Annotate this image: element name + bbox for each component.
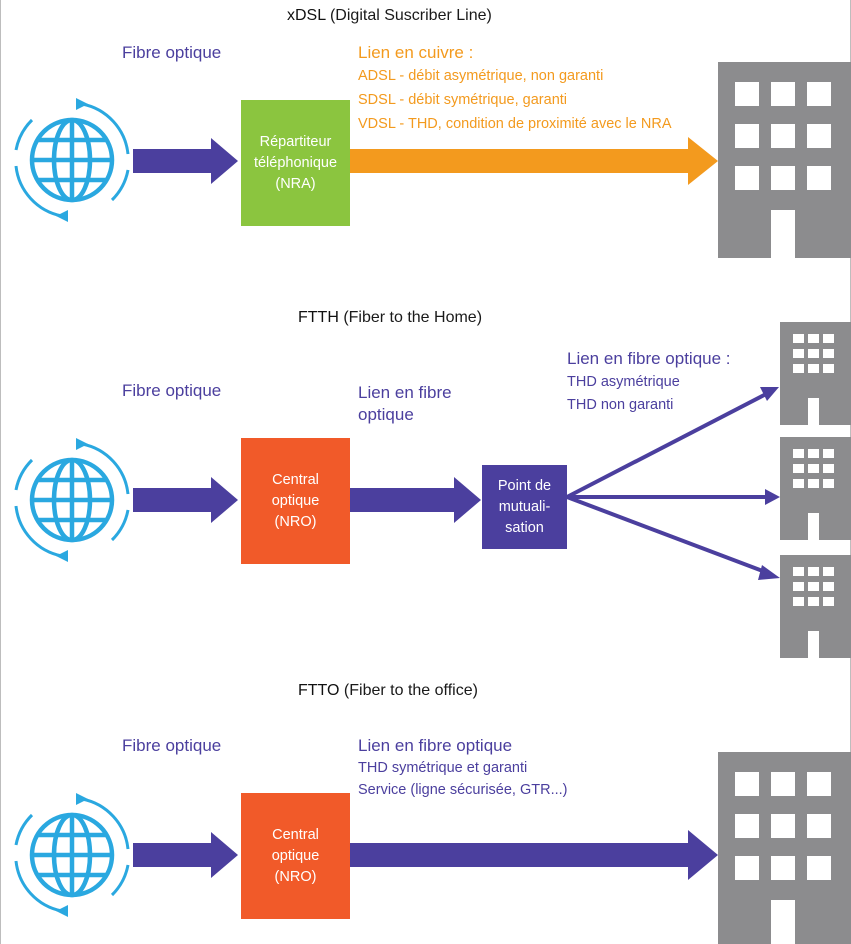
central-box-line: Central	[272, 826, 319, 843]
xdsl-link-line-sdsl: SDSL - débit symétrique, garanti	[358, 92, 568, 108]
ftto-fibre-label: Fibre optique	[122, 736, 222, 755]
arrow-icon	[133, 477, 238, 523]
ftth-right-title: Lien en fibre optique :	[567, 349, 731, 368]
nra-box-line: téléphonique	[253, 154, 338, 171]
xdsl-fibre-label: Fibre optique	[122, 43, 222, 62]
ftto-link-title: Lien en fibre optique	[358, 736, 513, 755]
ftth-title: FTTH (Fiber to the Home)	[298, 309, 483, 326]
building-icon	[780, 322, 851, 425]
arrow-icon	[566, 495, 780, 580]
nra-box-line: (NRA)	[275, 175, 316, 192]
ftto-central-box: Central optique (NRO)	[241, 793, 350, 919]
ftth-fibre-label: Fibre optique	[122, 381, 222, 400]
central-box-line: (NRO)	[274, 513, 317, 530]
xdsl-title: xDSL (Digital Suscriber Line)	[287, 7, 492, 24]
point-box-line: sation	[505, 519, 544, 536]
xdsl-link-line-vdsl: VDSL - THD, condition de proximité avec …	[358, 116, 672, 132]
globe-icon	[16, 793, 128, 917]
xdsl-link-title: Lien en cuivre :	[358, 43, 474, 62]
building-icon	[718, 62, 851, 258]
nra-box: Répartiteur téléphonique (NRA)	[241, 100, 350, 226]
point-box-line: Point de	[497, 477, 552, 494]
building-icon	[780, 437, 851, 540]
point-mutualisation-box: Point de mutuali- sation	[482, 465, 567, 549]
central-box-line: optique	[271, 847, 320, 864]
globe-icon	[16, 98, 128, 222]
ftto-title: FTTO (Fiber to the office)	[298, 682, 478, 699]
arrow-icon	[350, 830, 718, 880]
central-box-line: (NRO)	[274, 868, 317, 885]
arrow-icon	[133, 138, 238, 184]
ftth-right-line-1: THD asymétrique	[567, 374, 680, 390]
xdsl-link-line-adsl: ADSL - débit asymétrique, non garanti	[358, 68, 604, 84]
ftto-link-line-2: Service (ligne sécurisée, GTR...)	[358, 782, 568, 798]
arrow-icon	[566, 387, 779, 499]
ftth-link-label-1: Lien en fibre	[358, 383, 452, 402]
ftto-link-line-1: THD symétrique et garanti	[358, 760, 528, 776]
ftth-right-line-2: THD non garanti	[567, 397, 674, 413]
ftth-central-box: Central optique (NRO)	[241, 438, 350, 564]
central-box-line: Central	[272, 471, 319, 488]
nra-box-line: Répartiteur	[259, 133, 332, 150]
globe-icon	[16, 438, 128, 562]
central-box-line: optique	[271, 492, 320, 509]
arrow-icon	[567, 489, 780, 505]
left-border	[0, 0, 1, 944]
arrow-icon	[350, 137, 718, 185]
building-icon	[718, 752, 851, 944]
arrow-icon	[350, 477, 481, 523]
point-box-line: mutuali-	[498, 498, 551, 515]
building-icon	[780, 555, 851, 658]
ftth-link-label-2: optique	[358, 405, 414, 424]
arrow-icon	[133, 832, 238, 878]
